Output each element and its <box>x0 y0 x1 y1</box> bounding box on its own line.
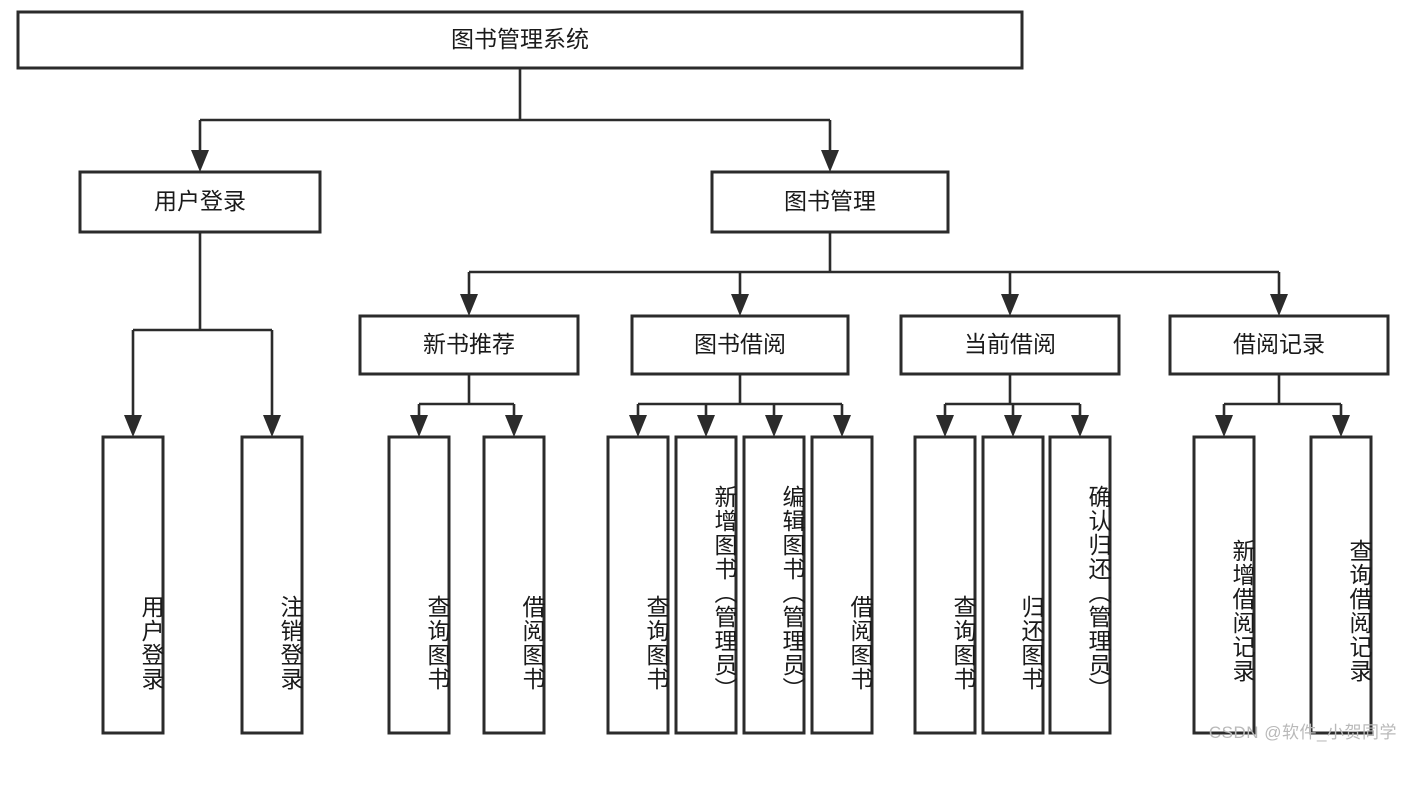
node-new-book-rec-label: 新书推荐 <box>423 331 515 357</box>
node-leaf-edit-book[interactable] <box>742 435 806 735</box>
arrow-to-leaf-confirm-return <box>1071 415 1089 437</box>
connector-book-borrow-bus <box>636 374 844 421</box>
node-book-borrow-label: 图书借阅 <box>694 331 786 357</box>
arrow-to-leaf-borrow-book-1 <box>505 415 523 437</box>
arrow-to-book-borrow <box>731 294 749 316</box>
connector-user-login-bus <box>131 232 274 421</box>
node-leaf-logout[interactable] <box>240 435 304 735</box>
node-user-login[interactable] <box>78 170 322 234</box>
node-leaf-query-record[interactable] <box>1309 435 1373 735</box>
flowchart-svg: 图书管理系统 用户登录 图书管理 新书推荐 图书借阅 当前借阅 借阅记录 <box>16 10 1390 735</box>
arrow-to-leaf-add-record <box>1215 415 1233 437</box>
arrow-to-book-manage <box>821 150 839 172</box>
node-leaf-add-book[interactable] <box>674 435 738 735</box>
arrow-to-leaf-user-login <box>124 415 142 437</box>
connector-book-manage-bus <box>467 232 1281 300</box>
connector-new-book-rec-bus <box>417 374 516 421</box>
node-root[interactable] <box>16 10 1024 70</box>
node-leaf-add-record[interactable] <box>1192 435 1256 735</box>
flowchart-canvas: 图书管理系统 用户登录 图书管理 新书推荐 图书借阅 当前借阅 借阅记录 <box>16 10 1397 742</box>
csdn-watermark: CSDN @软件_小贺同学 <box>1208 723 1397 742</box>
arrow-to-leaf-logout <box>263 415 281 437</box>
node-leaf-query-book-3[interactable] <box>913 435 977 735</box>
arrow-to-leaf-query-book-1 <box>410 415 428 437</box>
arrow-to-leaf-query-book-3 <box>936 415 954 437</box>
connector-current-borrow-bus <box>943 374 1082 421</box>
arrow-to-user-login <box>191 150 209 172</box>
arrow-to-leaf-return-book <box>1004 415 1022 437</box>
node-current-borrow-label: 当前借阅 <box>964 331 1056 357</box>
connector-borrow-record-bus <box>1222 374 1343 421</box>
arrow-to-borrow-record <box>1270 294 1288 316</box>
node-leaf-query-book-1[interactable] <box>387 435 451 735</box>
arrow-to-leaf-add-book <box>697 415 715 437</box>
node-new-book-rec[interactable] <box>358 314 580 376</box>
arrow-to-leaf-query-record <box>1332 415 1350 437</box>
connector-root-bus <box>198 68 832 156</box>
node-leaf-user-login[interactable] <box>101 435 165 735</box>
arrow-to-new-book-rec <box>460 294 478 316</box>
node-leaf-return-book[interactable] <box>981 435 1045 735</box>
node-current-borrow[interactable] <box>899 314 1121 376</box>
node-root-label: 图书管理系统 <box>451 26 589 52</box>
node-leaf-borrow-book-1[interactable] <box>482 435 546 735</box>
arrow-to-leaf-borrow-book-2 <box>833 415 851 437</box>
arrow-to-leaf-edit-book <box>765 415 783 437</box>
node-leaf-borrow-book-2[interactable] <box>810 435 874 735</box>
node-borrow-record-label: 借阅记录 <box>1233 331 1325 357</box>
node-leaf-confirm-return[interactable] <box>1048 435 1112 735</box>
node-user-login-label: 用户登录 <box>154 188 246 214</box>
arrow-to-current-borrow <box>1001 294 1019 316</box>
arrow-to-leaf-query-book-2 <box>629 415 647 437</box>
node-book-manage-label: 图书管理 <box>784 188 876 214</box>
node-leaf-query-book-2[interactable] <box>606 435 670 735</box>
